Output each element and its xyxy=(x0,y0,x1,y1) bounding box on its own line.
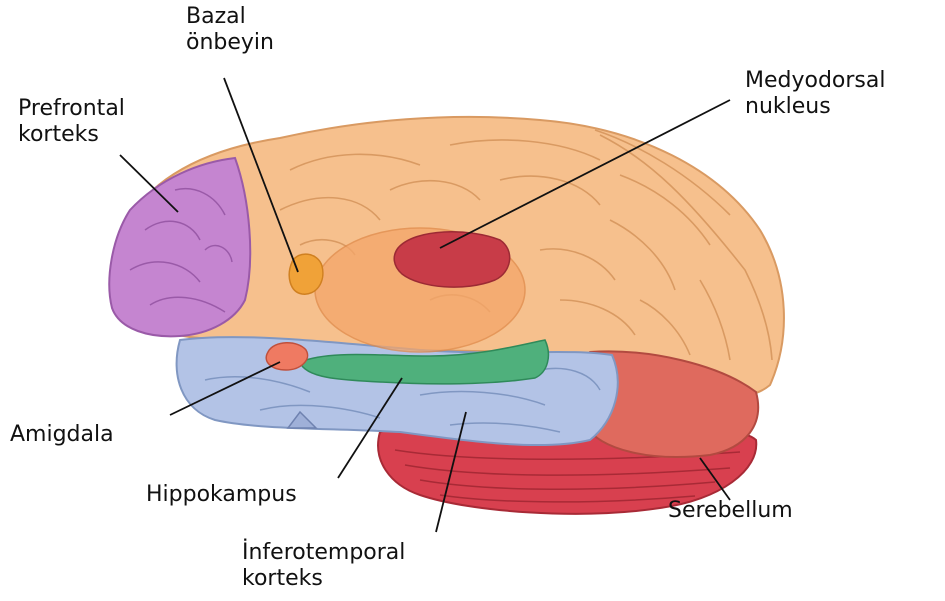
label-medyodorsal-line2: nukleus xyxy=(745,94,886,120)
label-amigdala-line1: Amigdala xyxy=(10,422,114,448)
label-bazal-onbeyin: Bazal önbeyin xyxy=(186,4,274,56)
label-amigdala: Amigdala xyxy=(10,422,114,448)
mediodorsal-nucleus-region xyxy=(394,232,509,287)
label-serebellum-line1: Serebellum xyxy=(668,498,793,524)
label-prefrontal-korteks: Prefrontal korteks xyxy=(18,96,125,148)
label-inferotemporal-line2: korteks xyxy=(242,566,405,592)
prefrontal-region xyxy=(109,158,250,336)
label-hippokampus: Hippokampus xyxy=(146,482,297,508)
label-medyodorsal-nukleus: Medyodorsal nukleus xyxy=(745,68,886,120)
label-serebellum: Serebellum xyxy=(668,498,793,524)
label-inferotemporal-line1: İnferotemporal xyxy=(242,540,405,566)
label-bazal-line1: Bazal xyxy=(186,4,274,30)
label-prefrontal-line1: Prefrontal xyxy=(18,96,125,122)
label-prefrontal-line2: korteks xyxy=(18,122,125,148)
label-medyodorsal-line1: Medyodorsal xyxy=(745,68,886,94)
label-bazal-line2: önbeyin xyxy=(186,30,274,56)
label-inferotemporal-korteks: İnferotemporal korteks xyxy=(242,540,405,592)
temporal-region xyxy=(177,337,618,445)
label-hippokampus-line1: Hippokampus xyxy=(146,482,297,508)
